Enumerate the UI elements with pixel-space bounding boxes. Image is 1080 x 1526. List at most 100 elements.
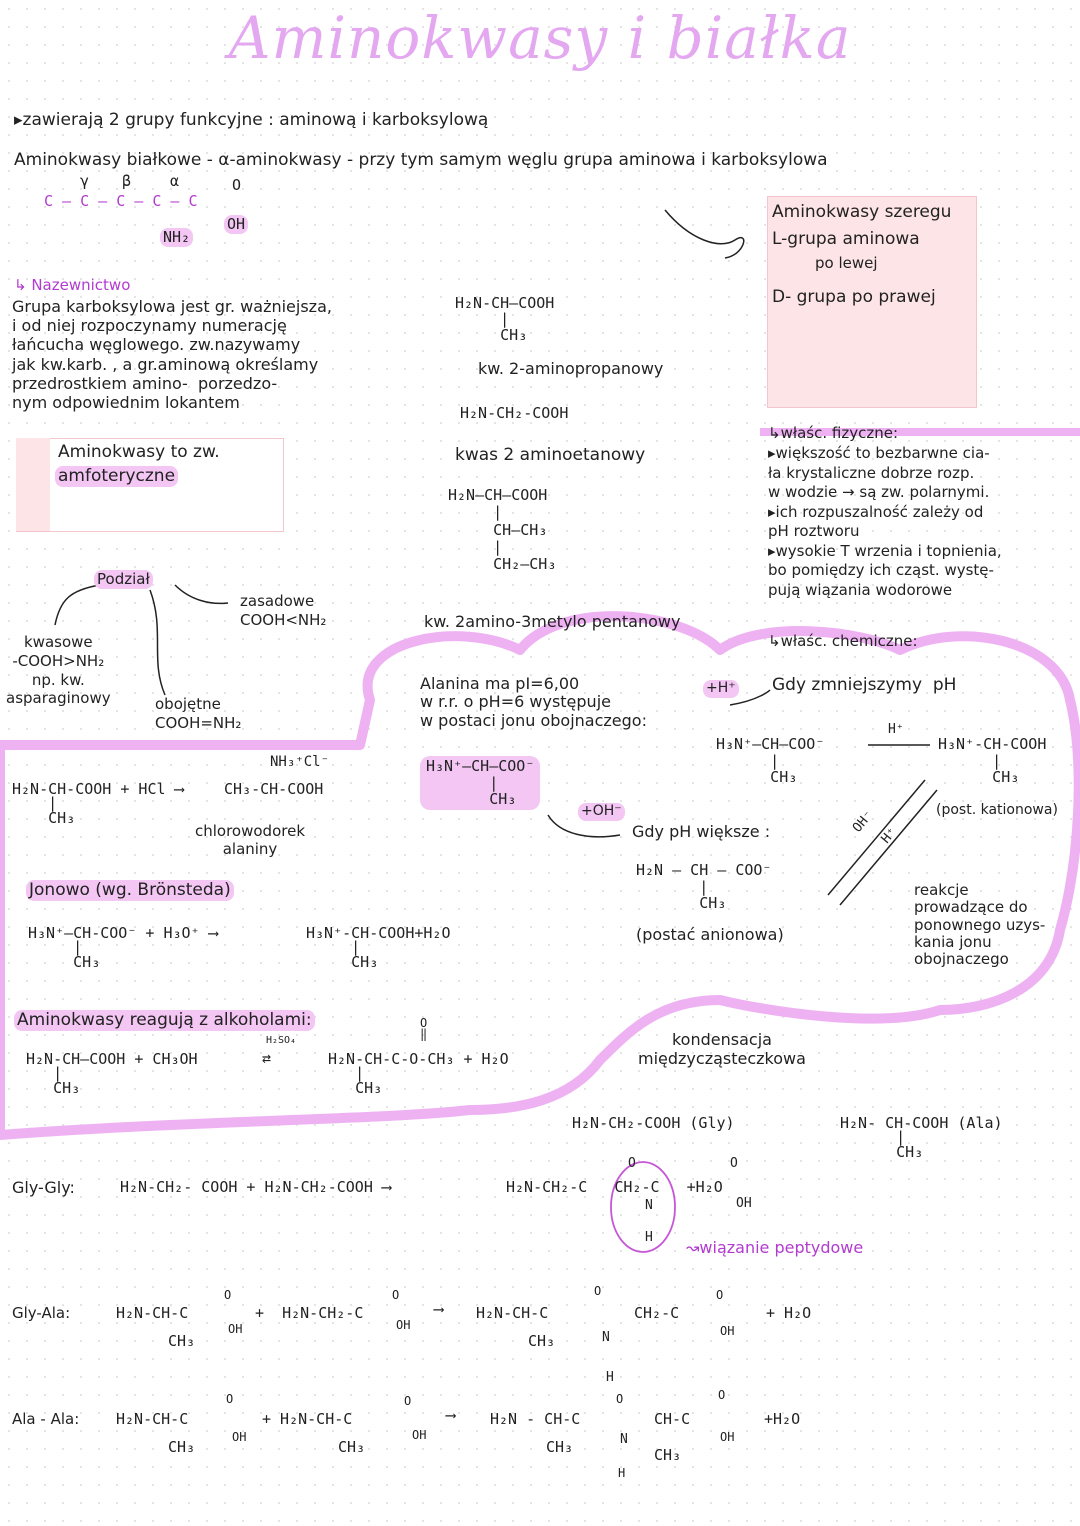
series-l1: Aminokwasy szeregu xyxy=(772,202,952,222)
glyala-label: Gly-Ala: xyxy=(12,1304,71,1322)
physical-heading: ↳właśc. fizyczne: xyxy=(768,424,898,442)
alaala-r1: H₂N-CH-C xyxy=(116,1410,189,1428)
swirl-arrow xyxy=(664,209,745,259)
glyala-r1-o: O xyxy=(224,1288,232,1302)
eq-arrow-1 xyxy=(827,779,926,896)
hcl-left: H₂N-CH-COOH + HCl ⟶ xyxy=(12,780,184,798)
alcohol-left-sub: | CH₃ xyxy=(53,1064,81,1097)
alanine-anion-name: (postać anionowa) xyxy=(636,925,784,944)
alcohol-right-top: O ‖ xyxy=(420,1016,428,1041)
amfo-l1: Aminokwasy to zw. xyxy=(58,442,220,462)
glygly-left: H₂N-CH₂- COOH + H₂N-CH₂-COOH ⟶ xyxy=(120,1178,391,1196)
alanine-plus-h: +H⁺ xyxy=(703,680,739,698)
glyala-arrow: ⟶ xyxy=(434,1300,444,1318)
alanine-higher-ph: Gdy pH większe : xyxy=(632,822,771,841)
alaala-p2-ch3: CH₃ xyxy=(654,1446,682,1464)
alaala-p2-o: O xyxy=(718,1388,726,1402)
glyala-p2-oh: OH xyxy=(720,1324,735,1338)
skeleton-chain: C — C — C — C — C xyxy=(44,192,198,210)
glygly-label: Gly-Gly: xyxy=(12,1178,75,1197)
amfo-l2: amfoteryczne xyxy=(55,466,179,488)
glyala-n: N xyxy=(602,1330,610,1345)
alaala-p2-oh: OH xyxy=(720,1430,735,1444)
alaala-r2-oh: OH xyxy=(412,1428,427,1442)
alaala-r2-ch3: CH₃ xyxy=(338,1438,366,1456)
hcl-name: chlorowodorek alaniny xyxy=(195,822,306,858)
alaala-r1-oh: OH xyxy=(232,1430,247,1444)
intro-line: ▸zawierają 2 grupy funkcyjne : aminową i… xyxy=(14,110,489,130)
series-l4: D- grupa po prawej xyxy=(772,287,936,307)
series-l2: L-grupa aminowa xyxy=(772,229,920,249)
glygly-oh: OH xyxy=(736,1196,752,1211)
glygly-right: H₂N-CH₂-C CH₂-C +H₂O xyxy=(506,1178,723,1196)
naming-text: Grupa karboksylowa jest gr. ważniejsza, … xyxy=(12,297,332,412)
series-l3: po lewej xyxy=(815,254,878,272)
glyala-r2-o: O xyxy=(392,1288,400,1302)
division-acidic: kwasowe -COOH>NH₂ np. kw. asparaginowy xyxy=(6,633,111,708)
ex1-formula: H₂N-CH—COOH | CH₃ xyxy=(455,294,555,344)
page-title: Aminokwasy i białka xyxy=(228,4,852,72)
bronsted-left-sub: | CH₃ xyxy=(73,938,101,971)
glyala-r2: + H₂N-CH₂-C xyxy=(255,1304,364,1322)
condensation-heading: kondensacja międzycząsteczkowa xyxy=(638,1030,806,1069)
glyala-p2-o: O xyxy=(716,1288,724,1302)
alanine-cation-right: H₃N⁺-CH-COOH | CH₃ xyxy=(938,735,1047,786)
arrow-plus-oh xyxy=(547,814,621,838)
series-box xyxy=(767,196,977,408)
alanine-anion: H₂N — CH — COO⁻ | CH₃ xyxy=(636,861,772,912)
ex1-name: kw. 2-aminopropanowy xyxy=(478,359,664,378)
bronsted-right: H₃N⁺-CH-COOH+H₂O xyxy=(306,924,451,942)
glygly-o-2: O xyxy=(730,1156,738,1171)
glyala-h: H xyxy=(606,1370,614,1385)
alanine-cation-name: (post. kationowa) xyxy=(936,802,1058,818)
condensation-ala-sub: | CH₃ xyxy=(896,1128,924,1161)
alaala-h: H xyxy=(618,1466,626,1480)
biological-aminoacids: Aminokwasy białkowe - α-aminokwasy - prz… xyxy=(14,150,828,170)
alcohol-catalyst: H₂SO₄ xyxy=(266,1035,297,1046)
naming-heading: ↳ Nazewnictwo xyxy=(14,276,131,294)
chemical-cloud xyxy=(0,611,1080,1140)
glygly-o: O xyxy=(628,1156,636,1171)
bronsted-left: H₃N⁺—CH-COO⁻ + H₃O⁺ ⟶ xyxy=(28,924,218,942)
alaala-r2-o: O xyxy=(404,1394,412,1408)
skeleton-oh: OH xyxy=(224,215,249,234)
greek-gamma: γ xyxy=(80,172,90,190)
glyala-water: + H₂O xyxy=(766,1304,812,1322)
alaala-water: +H₂O xyxy=(764,1410,801,1428)
alanine-plus-oh: +OH⁻ xyxy=(578,803,625,821)
ex2-name: kwas 2 aminoetanowy xyxy=(455,445,646,465)
hcl-left-sub: | CH₃ xyxy=(48,794,76,827)
glygly-n: N xyxy=(645,1198,653,1213)
division-arrow-right xyxy=(174,584,229,605)
physical-text: ▸większość to bezbarwne cia- ła krystali… xyxy=(768,444,1002,599)
alcohol-left: H₂N-CH—COOH + CH₃OH xyxy=(26,1050,198,1068)
hcl-right-top: NH₃⁺Cl⁻ xyxy=(270,754,330,770)
arrow-plus-h xyxy=(729,689,771,706)
chemical-heading: ↳właśc. chemiczne: xyxy=(768,632,918,650)
glyala-r1-oh: OH xyxy=(228,1322,243,1336)
ex2-formula: H₂N-CH₂-COOH xyxy=(460,404,569,422)
alaala-p1-o: O xyxy=(616,1392,624,1406)
glyala-p1-ch3: CH₃ xyxy=(528,1332,556,1350)
glyala-r2-oh: OH xyxy=(396,1318,411,1332)
alaala-r2: + H₂N-CH-C xyxy=(262,1410,353,1428)
alaala-p1: H₂N - CH-C xyxy=(490,1410,581,1428)
glyala-p1: H₂N-CH-C xyxy=(476,1304,549,1322)
alanine-text: Alanina ma pI=6,00 w r.r. o pH=6 występu… xyxy=(420,674,647,730)
alanine-h-label: H⁺ xyxy=(888,722,904,737)
alcohol-right: H₂N-CH-C-O-CH₃ + H₂O xyxy=(328,1050,509,1068)
skeleton-o: O xyxy=(232,176,242,194)
alaala-p1-ch3: CH₃ xyxy=(546,1438,574,1456)
ex3-formula: H₂N—CH—COOH | CH—CH₃ | CH₂—CH₃ xyxy=(448,486,557,573)
alaala-r1-o: O xyxy=(226,1392,234,1406)
alcohol-eq-arrow: ⇄ xyxy=(262,1049,272,1067)
greek-alpha: α xyxy=(170,172,180,190)
skeleton-nh2: NH₂ xyxy=(160,228,194,247)
division-arrow-left xyxy=(54,584,101,626)
alaala-r1-ch3: CH₃ xyxy=(168,1438,196,1456)
division-neutral: obojętne COOH=NH₂ xyxy=(155,695,242,732)
alanine-cation-left: H₃N⁺—CH—COO⁻ | CH₃ xyxy=(716,735,825,786)
bronsted-right-sub: | CH₃ xyxy=(351,938,379,971)
alanine-reactions: reakcje prowadzące do ponownego uzys- ka… xyxy=(914,881,1046,968)
alaala-arrow: ⟶ xyxy=(446,1406,456,1424)
